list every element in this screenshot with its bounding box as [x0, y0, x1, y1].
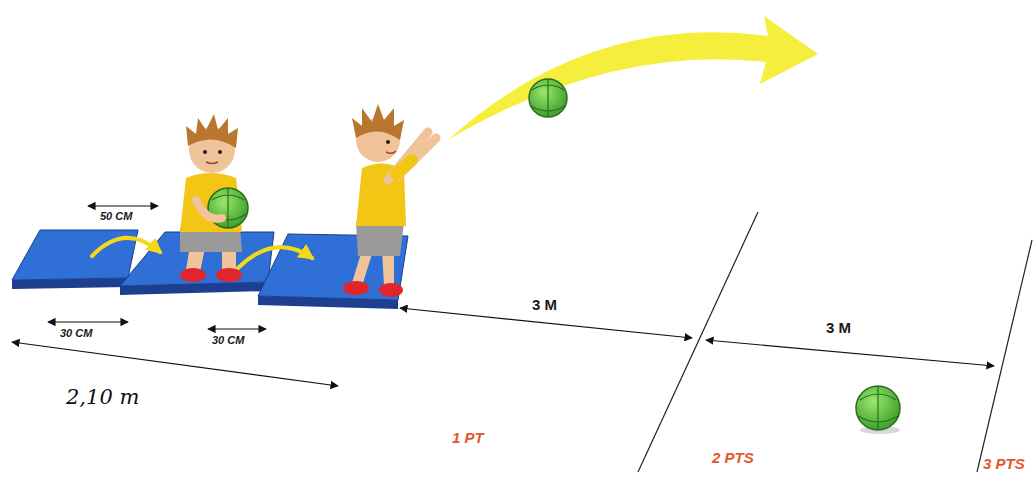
distance-label: 3 M — [532, 297, 557, 314]
seated-boy — [180, 114, 248, 282]
jump-arrow — [238, 247, 312, 268]
distance-label: 3 M — [826, 320, 851, 337]
dimension-arrow — [12, 206, 994, 386]
medicine-ball — [531, 79, 565, 117]
zone-line — [977, 240, 1032, 472]
throwing-boy — [379, 283, 403, 297]
throwing-boy — [386, 151, 396, 153]
dimension-arrow — [48, 321, 128, 322]
throwing-boy — [386, 140, 390, 144]
dimension-label: 50 CM — [100, 210, 132, 222]
total-length-label: 2,10 m — [66, 386, 139, 409]
throwing-boy — [356, 222, 404, 256]
seated-boy — [216, 268, 242, 282]
dimension-arrow — [12, 342, 338, 386]
throwing-boy — [343, 104, 436, 297]
seated-boy — [206, 162, 218, 164]
seated-boy — [203, 150, 207, 154]
zone-line — [638, 212, 1032, 472]
dimension-arrow — [706, 340, 994, 366]
dimension-arrow — [208, 328, 266, 329]
dimension-arrow — [88, 205, 158, 206]
score-label: 2 PTS — [712, 450, 754, 467]
seated-boy — [180, 268, 206, 282]
throw-trajectory — [448, 16, 818, 140]
seated-boy — [218, 150, 222, 154]
throwing-boy — [352, 104, 404, 140]
jump-arrow — [92, 238, 160, 256]
medicine-ball — [529, 79, 567, 117]
dimension-label: 30 CM — [60, 327, 92, 339]
seated-boy — [186, 114, 238, 148]
throwing-boy — [343, 281, 369, 295]
medicine-ball — [858, 386, 898, 430]
score-label: 3 PTS — [983, 456, 1025, 473]
seated-boy — [196, 200, 222, 219]
dimension-label: 30 CM — [212, 334, 244, 346]
zone-line — [638, 212, 758, 472]
throwing-boy — [396, 160, 412, 174]
medicine-ball — [856, 386, 900, 430]
medicine-ball — [529, 79, 900, 434]
score-label: 1 PT — [452, 430, 484, 447]
